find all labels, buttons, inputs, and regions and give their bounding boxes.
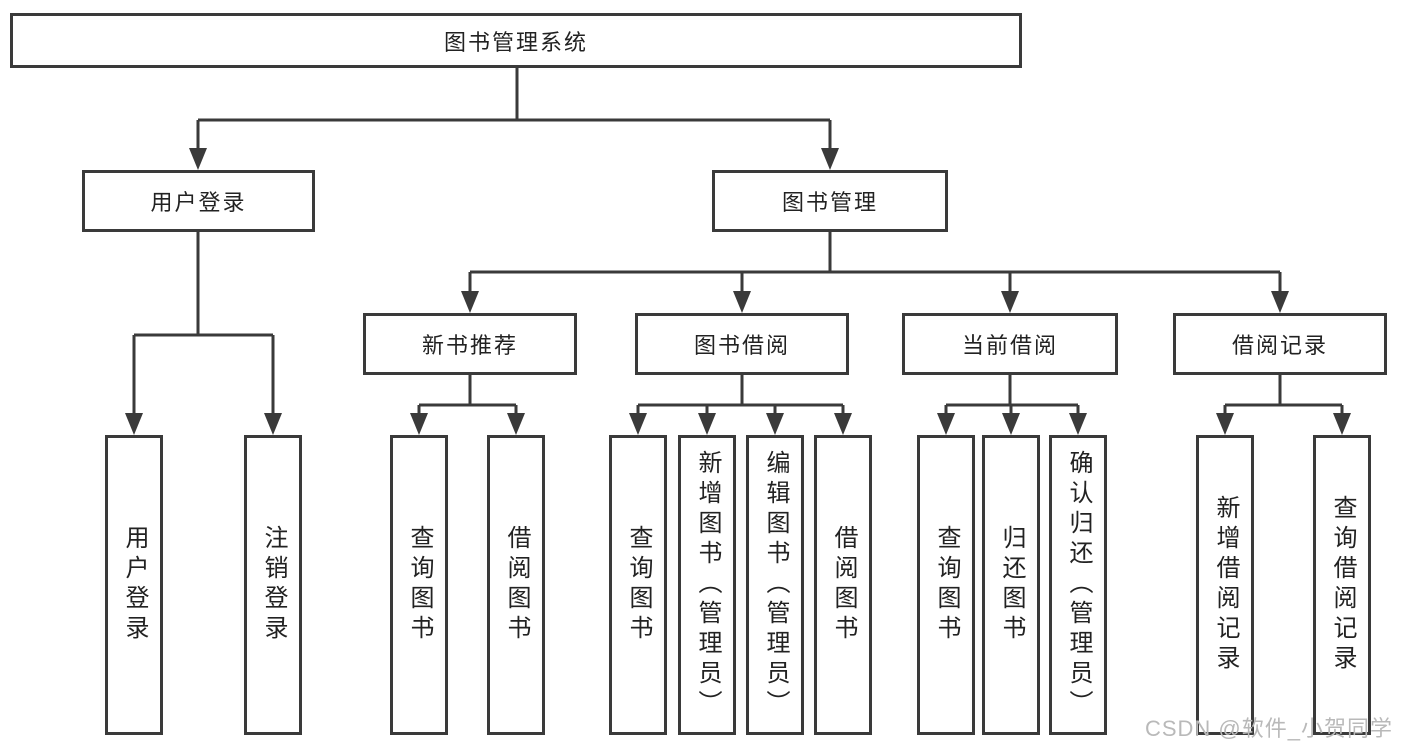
leaf-user-login: 用户登录 bbox=[105, 435, 163, 735]
leaf-user-login-label: 用户登录 bbox=[121, 525, 148, 645]
leaf-nbr-borrow-books-label: 借阅图书 bbox=[503, 525, 530, 645]
node-current-borrow-label: 当前借阅 bbox=[961, 333, 1058, 358]
arrowhead-down-icon bbox=[264, 413, 282, 435]
node-root-library-system: 图书管理系统 bbox=[10, 13, 1022, 68]
arrowhead-down-icon bbox=[733, 291, 751, 313]
leaf-br-add-record: 新增借阅记录 bbox=[1196, 435, 1254, 735]
node-borrow-records: 借阅记录 bbox=[1173, 313, 1387, 375]
arrowhead-down-icon bbox=[1069, 413, 1087, 435]
node-user-login-label: 用户登录 bbox=[150, 190, 247, 215]
leaf-bb-add-books-admin-label: 新增图书（管理员） bbox=[694, 450, 721, 720]
arrowhead-down-icon bbox=[698, 413, 716, 435]
leaf-cb-confirm-return-admin-label: 确认归还（管理员） bbox=[1065, 450, 1092, 720]
arrowhead-down-icon bbox=[629, 413, 647, 435]
leaf-bb-edit-books-admin: 编辑图书（管理员） bbox=[746, 435, 804, 735]
arrowhead-down-icon bbox=[507, 413, 525, 435]
arrowhead-down-icon bbox=[461, 291, 479, 313]
arrowhead-down-icon bbox=[1002, 413, 1020, 435]
leaf-logout: 注销登录 bbox=[244, 435, 302, 735]
leaf-nbr-borrow-books: 借阅图书 bbox=[487, 435, 545, 735]
leaf-cb-confirm-return-admin: 确认归还（管理员） bbox=[1049, 435, 1107, 735]
leaf-logout-label: 注销登录 bbox=[260, 525, 287, 645]
leaf-bb-add-books-admin: 新增图书（管理员） bbox=[678, 435, 736, 735]
node-book-borrow-label: 图书借阅 bbox=[693, 333, 790, 358]
node-borrow-records-label: 借阅记录 bbox=[1231, 333, 1328, 358]
arrowhead-down-icon bbox=[125, 413, 143, 435]
leaf-br-add-record-label: 新增借阅记录 bbox=[1212, 495, 1239, 675]
node-user-login: 用户登录 bbox=[82, 170, 315, 232]
arrowhead-down-icon bbox=[1216, 413, 1234, 435]
node-book-borrow: 图书借阅 bbox=[635, 313, 849, 375]
arrowhead-down-icon bbox=[821, 148, 839, 170]
arrowhead-down-icon bbox=[834, 413, 852, 435]
leaf-bb-query-books: 查询图书 bbox=[609, 435, 667, 735]
leaf-cb-return-books: 归还图书 bbox=[982, 435, 1040, 735]
leaf-cb-query-books: 查询图书 bbox=[917, 435, 975, 735]
leaf-br-query-record: 查询借阅记录 bbox=[1313, 435, 1371, 735]
node-root-label: 图书管理系统 bbox=[443, 29, 588, 55]
node-new-book-recommend-label: 新书推荐 bbox=[421, 333, 518, 358]
node-book-management: 图书管理 bbox=[712, 170, 948, 232]
node-current-borrow: 当前借阅 bbox=[902, 313, 1118, 375]
arrowhead-down-icon bbox=[410, 413, 428, 435]
leaf-bb-edit-books-admin-label: 编辑图书（管理员） bbox=[762, 450, 789, 720]
csdn-watermark: CSDN @软件_小贺同学 bbox=[1144, 716, 1393, 741]
arrowhead-down-icon bbox=[1271, 291, 1289, 313]
leaf-nbr-query-books-label: 查询图书 bbox=[406, 525, 433, 645]
arrowhead-down-icon bbox=[189, 148, 207, 170]
arrowhead-down-icon bbox=[1333, 413, 1351, 435]
node-book-management-label: 图书管理 bbox=[781, 190, 878, 215]
node-new-book-recommend: 新书推荐 bbox=[363, 313, 577, 375]
arrowhead-down-icon bbox=[766, 413, 784, 435]
leaf-nbr-query-books: 查询图书 bbox=[390, 435, 448, 735]
leaf-cb-return-books-label: 归还图书 bbox=[998, 525, 1025, 645]
arrowhead-down-icon bbox=[1001, 291, 1019, 313]
leaf-cb-query-books-label: 查询图书 bbox=[933, 525, 960, 645]
leaf-bb-query-books-label: 查询图书 bbox=[625, 525, 652, 645]
leaf-bb-borrow-books-label: 借阅图书 bbox=[830, 525, 857, 645]
arrowhead-down-icon bbox=[937, 413, 955, 435]
leaf-bb-borrow-books: 借阅图书 bbox=[814, 435, 872, 735]
leaf-br-query-record-label: 查询借阅记录 bbox=[1329, 495, 1356, 675]
